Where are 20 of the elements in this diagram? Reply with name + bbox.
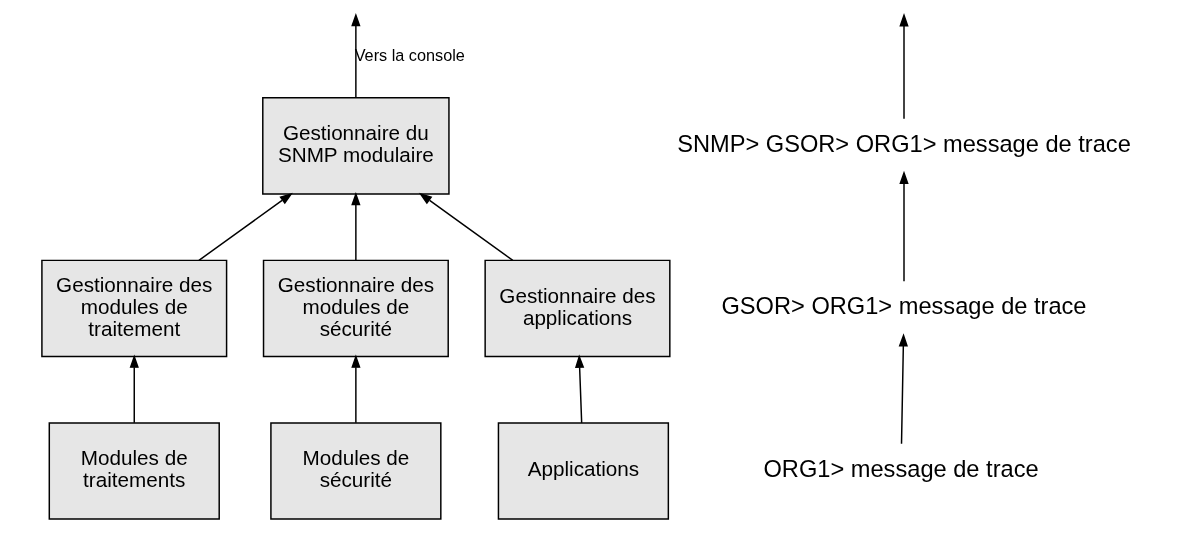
arrow [899, 13, 909, 120]
node-text: SNMP> GSOR> ORG1> message de trace [677, 130, 1131, 157]
arrow [351, 13, 361, 99]
arrow [129, 354, 139, 424]
node-box: Gestionnaire du SNMP modulaire [262, 97, 450, 195]
node-box: Applications [497, 422, 670, 520]
node-text: GSOR> ORG1> message de trace [721, 293, 1087, 320]
arrow [899, 170, 909, 283]
arrow [418, 192, 514, 262]
arrow [198, 192, 293, 262]
node-box: Modules de traitements [48, 422, 220, 520]
arrow [574, 354, 585, 424]
arrow [351, 354, 361, 424]
node-text: ORG1> message de trace [763, 455, 1039, 482]
node-box: Gestionnaire des modules de sécurité [262, 259, 449, 358]
node-box: Gestionnaire des modules de traitement [41, 259, 228, 358]
node-box: Modules de sécurité [270, 422, 442, 520]
arrow [898, 333, 908, 445]
arrow [351, 192, 361, 262]
node-box: Gestionnaire des applications [484, 259, 671, 358]
